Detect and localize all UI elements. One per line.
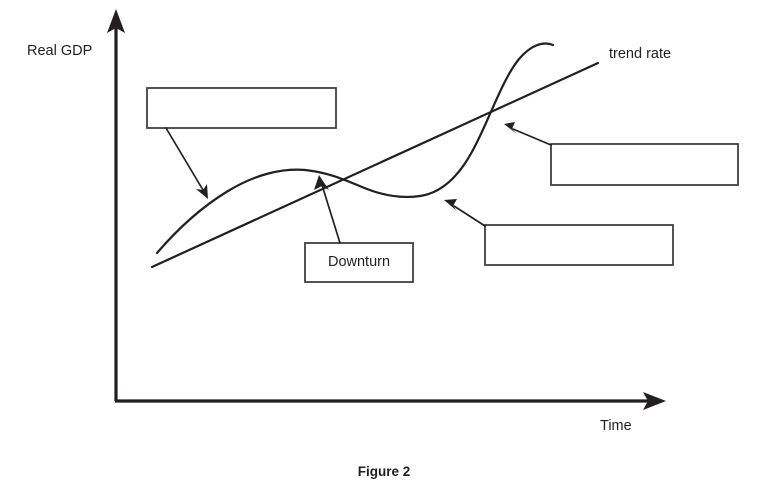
trend-rate-label: trend rate <box>609 46 672 62</box>
downturn-box-label: Downturn <box>327 254 391 271</box>
business-cycle-curve <box>155 42 555 255</box>
callout-box-upper-right[interactable] <box>550 143 739 186</box>
trend-rate-line <box>150 61 600 269</box>
callout-box-lower-right[interactable] <box>484 224 674 266</box>
callout-box-downturn[interactable] <box>304 242 414 283</box>
y-axis <box>107 9 125 401</box>
figure-caption: Figure 2 <box>357 464 411 479</box>
x-axis-arrowhead <box>643 392 666 410</box>
y-axis-label: Real GDP <box>27 43 93 59</box>
leader-upper-right <box>504 122 552 146</box>
leader-downturn <box>314 175 341 244</box>
callout-box-top-left[interactable] <box>146 87 337 129</box>
x-axis <box>115 392 666 410</box>
leader-top-left <box>165 127 208 199</box>
leader-lower-right <box>444 199 486 227</box>
y-axis-arrowhead <box>107 9 125 33</box>
x-axis-label: Time <box>600 418 632 434</box>
